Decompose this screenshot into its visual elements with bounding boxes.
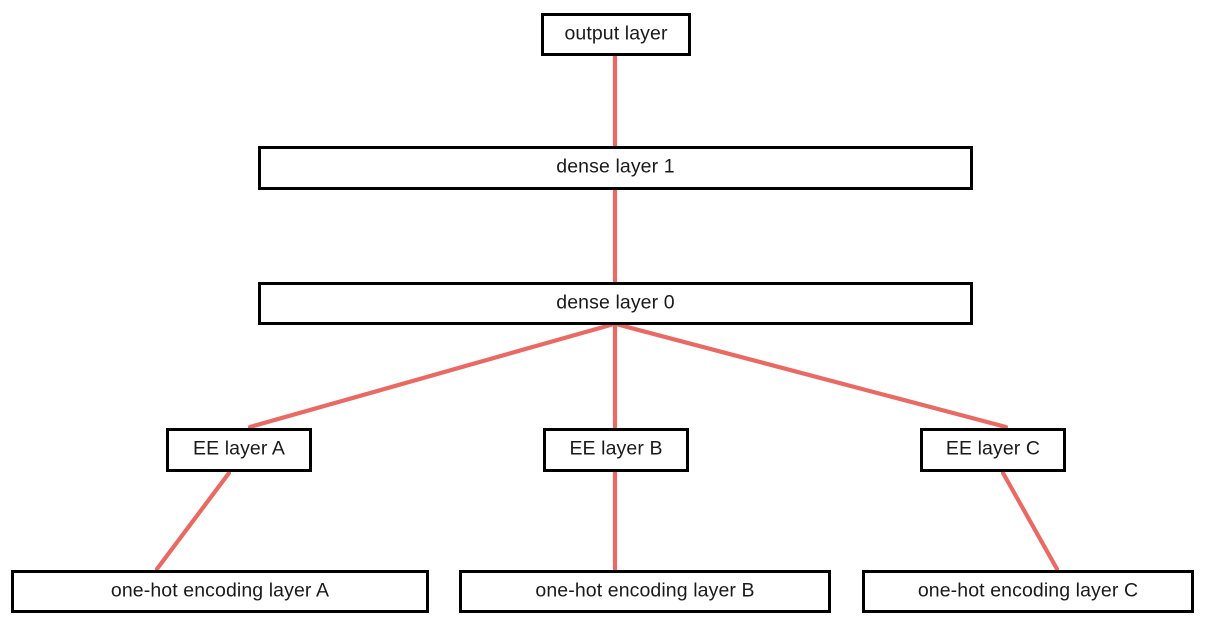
node-dense-layer-0[interactable]: dense layer 0 xyxy=(258,282,973,325)
connector-edge-onehota-to-eea xyxy=(154,470,232,572)
node-label: EE layer C xyxy=(945,437,1041,460)
node-one-hot-encoding-layer-b[interactable]: one-hot encoding layer B xyxy=(459,570,831,613)
connector-edge-eea-to-dense0 xyxy=(247,321,617,430)
node-label: dense layer 0 xyxy=(556,291,675,314)
node-ee-layer-c[interactable]: EE layer C xyxy=(920,428,1066,472)
node-one-hot-encoding-layer-a[interactable]: one-hot encoding layer A xyxy=(11,570,429,613)
node-label: one-hot encoding layer B xyxy=(535,579,755,602)
node-label: EE layer B xyxy=(569,437,663,460)
node-label: one-hot encoding layer C xyxy=(917,579,1139,602)
connector-edge-eec-to-dense0 xyxy=(613,321,1009,430)
node-ee-layer-a[interactable]: EE layer A xyxy=(166,428,312,472)
node-label: one-hot encoding layer A xyxy=(110,579,330,602)
node-label: output layer xyxy=(564,22,668,45)
node-dense-layer-1[interactable]: dense layer 1 xyxy=(258,146,973,190)
node-label: EE layer A xyxy=(192,437,286,460)
node-ee-layer-b[interactable]: EE layer B xyxy=(543,428,689,472)
connector-edge-onehotc-to-eec xyxy=(1000,470,1060,572)
node-label: dense layer 1 xyxy=(556,155,675,178)
node-output-layer[interactable]: output layer xyxy=(541,13,691,56)
node-one-hot-encoding-layer-c[interactable]: one-hot encoding layer C xyxy=(862,570,1194,613)
